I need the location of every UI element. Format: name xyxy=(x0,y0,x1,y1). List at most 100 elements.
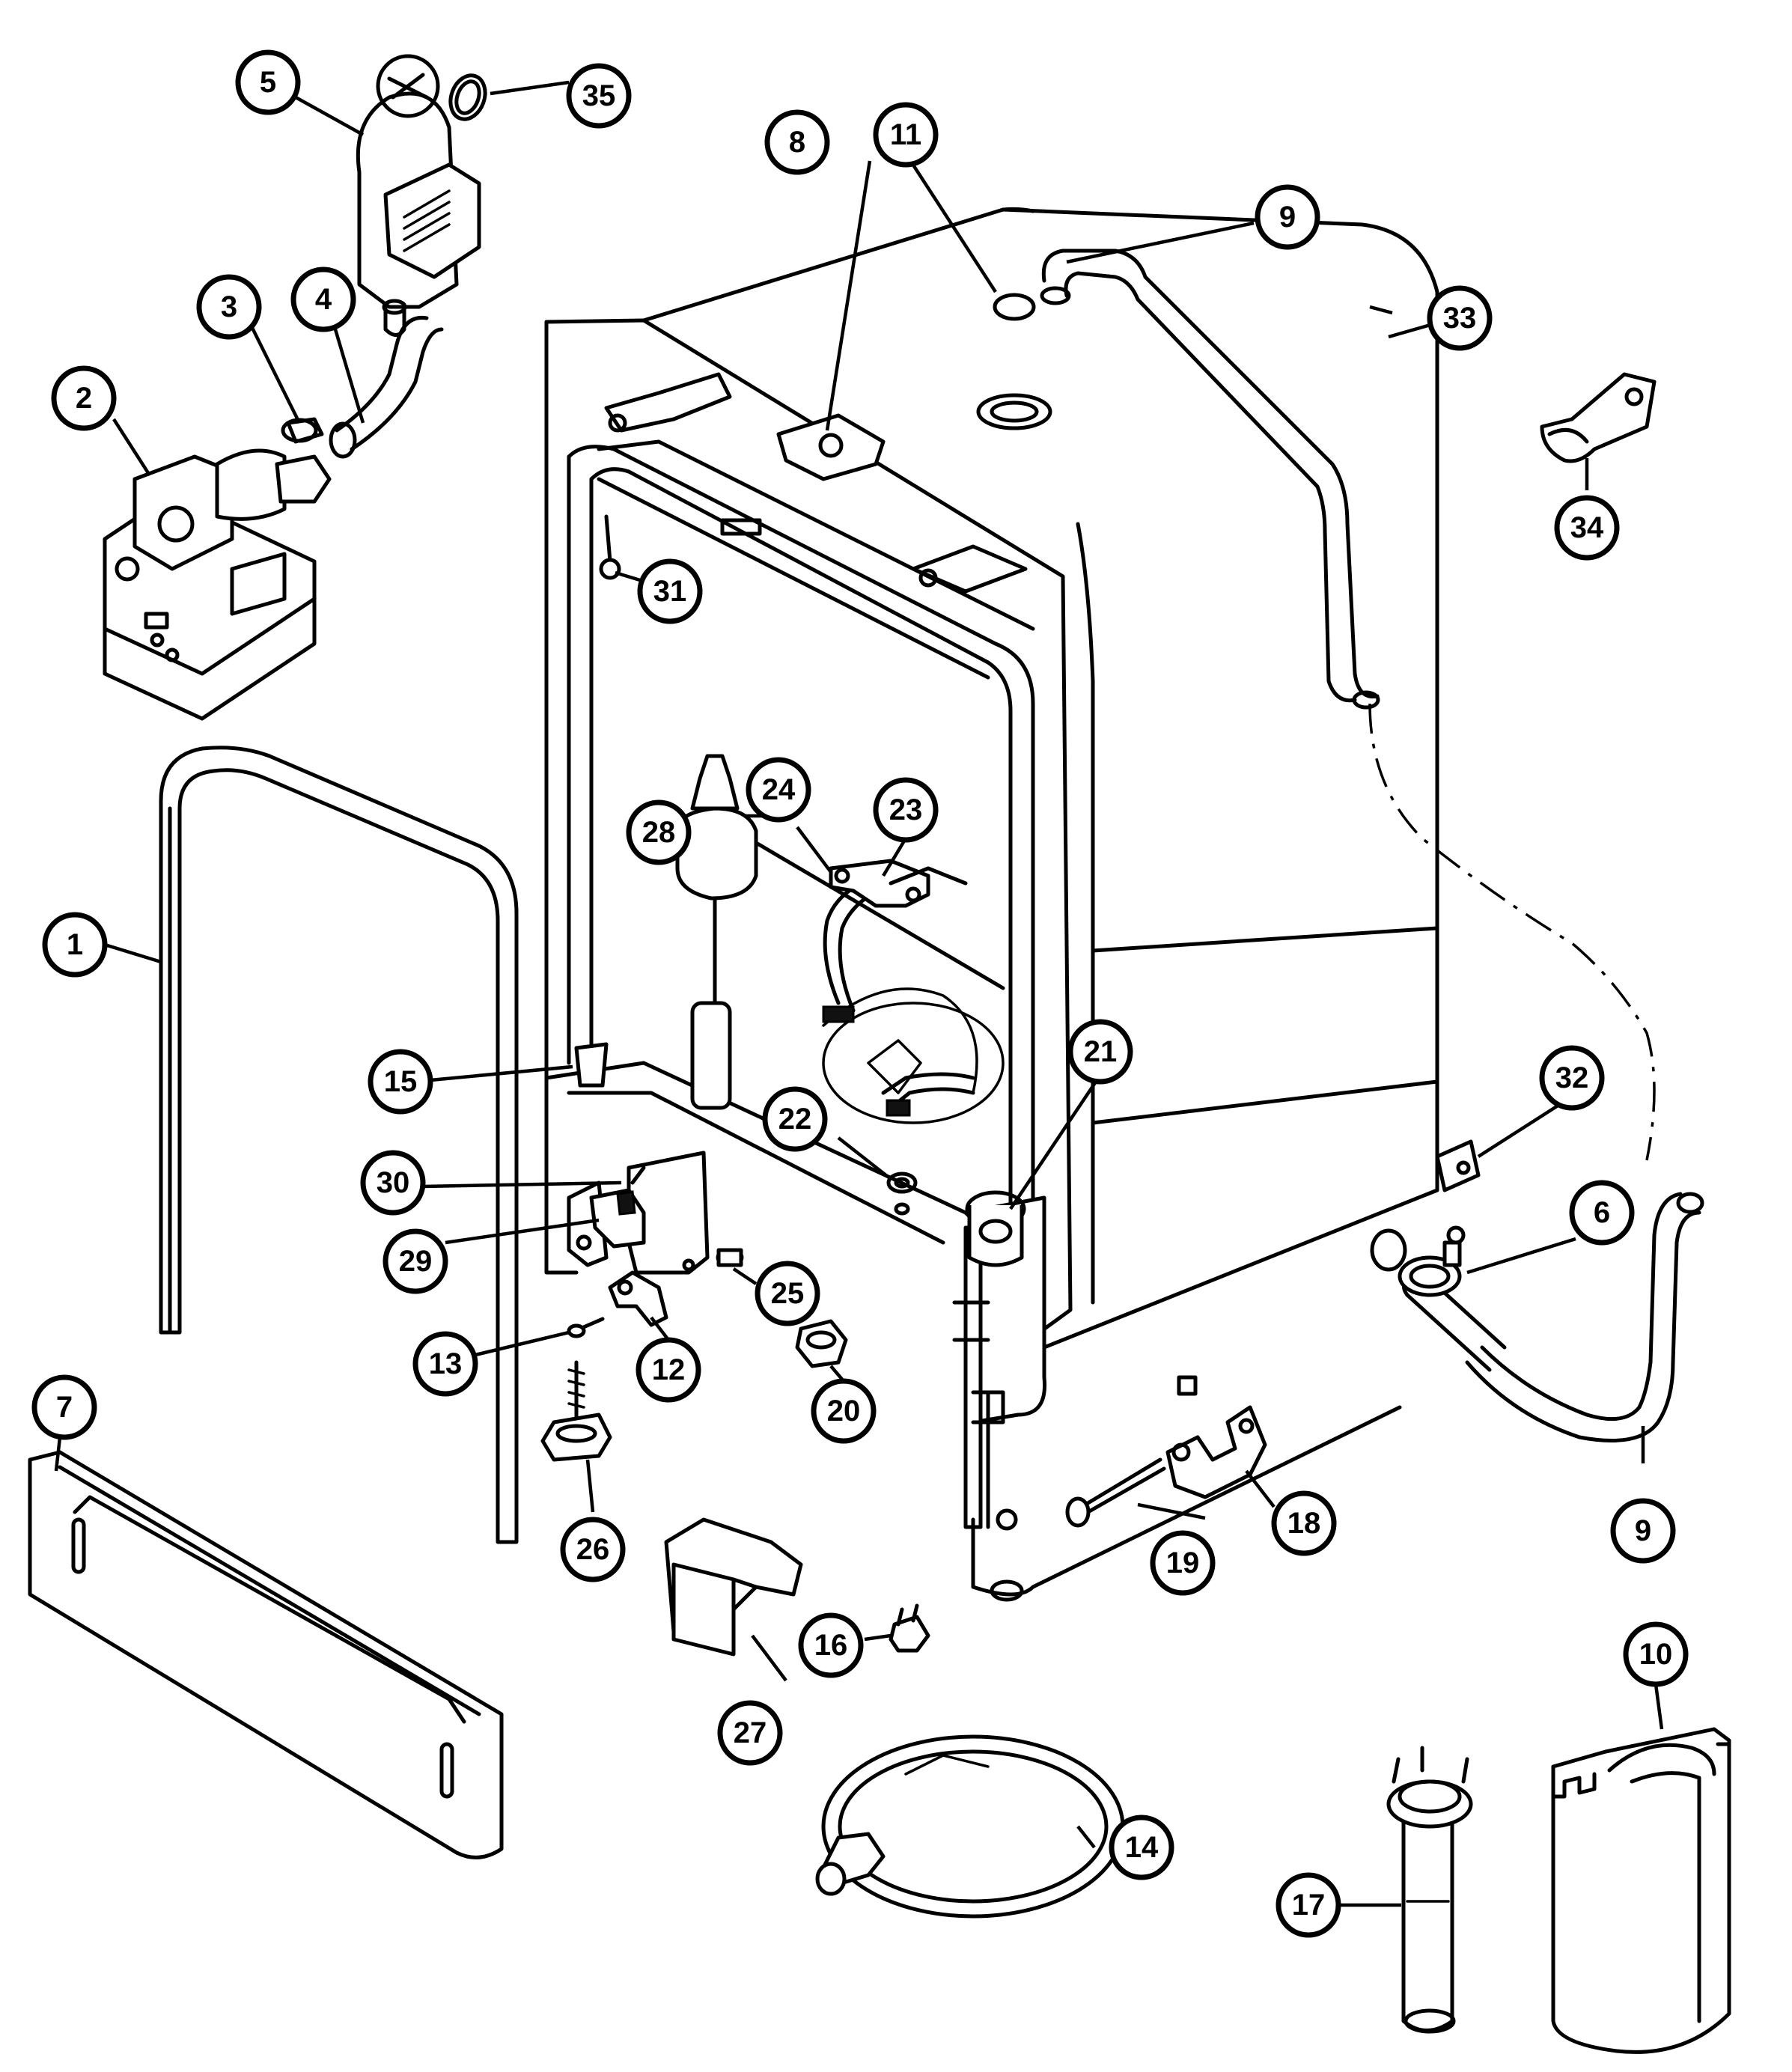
svg-text:2: 2 xyxy=(76,382,92,415)
callout-15: 15 xyxy=(368,1049,433,1115)
hose-clip-top-right xyxy=(1540,372,1657,463)
kick-plate xyxy=(28,1450,504,1859)
callout-32: 32 xyxy=(1539,1045,1605,1111)
callout-14: 14 xyxy=(1109,1814,1174,1880)
nut-25 xyxy=(716,1248,744,1267)
svg-text:3: 3 xyxy=(221,290,237,323)
callout-9-top: 9 xyxy=(1255,184,1320,250)
svg-text:17: 17 xyxy=(1292,1889,1326,1922)
sump-cover xyxy=(1551,1727,1731,2054)
svg-text:26: 26 xyxy=(576,1533,610,1566)
svg-text:25: 25 xyxy=(771,1277,805,1310)
hose-clip xyxy=(1435,1139,1481,1192)
svg-text:10: 10 xyxy=(1639,1638,1673,1671)
hinge-bracket xyxy=(952,1190,1047,1531)
callout-9-bottom: 9 xyxy=(1610,1498,1676,1564)
svg-text:12: 12 xyxy=(652,1353,686,1386)
float-assembly xyxy=(675,754,758,1110)
svg-text:6: 6 xyxy=(1594,1196,1610,1229)
callout-5: 5 xyxy=(235,49,301,115)
svg-text:33: 33 xyxy=(1443,302,1477,335)
callout-21: 21 xyxy=(1067,1019,1133,1085)
svg-text:23: 23 xyxy=(889,793,923,826)
callout-1: 1 xyxy=(42,912,108,978)
svg-text:34: 34 xyxy=(1570,511,1604,544)
svg-text:29: 29 xyxy=(399,1245,433,1278)
water-valve xyxy=(103,448,332,721)
callout-13: 13 xyxy=(412,1331,478,1397)
leader-lines xyxy=(54,80,1664,1907)
svg-text:19: 19 xyxy=(1166,1547,1200,1579)
callout-16: 16 xyxy=(798,1612,864,1678)
svg-text:30: 30 xyxy=(377,1166,410,1199)
callout-3: 3 xyxy=(196,274,262,340)
callout-27: 27 xyxy=(717,1700,783,1766)
sump-ring xyxy=(815,1734,1125,1919)
svg-text:27: 27 xyxy=(734,1716,767,1749)
svg-text:32: 32 xyxy=(1555,1061,1589,1094)
mounting-bracket-18 xyxy=(1165,1405,1267,1499)
svg-text:35: 35 xyxy=(582,79,616,112)
svg-text:4: 4 xyxy=(315,283,332,316)
callout-31: 31 xyxy=(637,558,703,624)
callout-35: 35 xyxy=(566,63,632,129)
callout-8: 8 xyxy=(764,109,830,175)
leveling-leg xyxy=(540,1360,612,1462)
callout-34: 34 xyxy=(1554,495,1620,561)
clip-15 xyxy=(574,1042,609,1088)
callout-24: 24 xyxy=(746,757,811,823)
hose-clamp xyxy=(281,417,324,444)
svg-text:16: 16 xyxy=(814,1629,848,1662)
svg-text:7: 7 xyxy=(56,1391,73,1424)
drain-hose-lower xyxy=(1368,703,1704,1442)
svg-text:11: 11 xyxy=(890,118,921,151)
callout-12: 12 xyxy=(636,1337,701,1403)
callout-6: 6 xyxy=(1569,1180,1635,1246)
callout-4: 4 xyxy=(290,266,356,332)
door-gasket xyxy=(159,746,519,1544)
callout-26: 26 xyxy=(560,1517,626,1582)
svg-text:31: 31 xyxy=(653,575,687,608)
clip-12 xyxy=(608,1270,668,1327)
callout-22: 22 xyxy=(762,1086,828,1152)
callout-23: 23 xyxy=(873,777,939,843)
svg-text:5: 5 xyxy=(260,66,276,99)
wire-harness xyxy=(822,859,975,1117)
callout-11: 11 xyxy=(873,102,939,168)
callout-18: 18 xyxy=(1271,1490,1337,1556)
callout-28: 28 xyxy=(626,799,692,865)
bolt-19 xyxy=(1065,1457,1166,1528)
tub-base xyxy=(971,1390,1402,1602)
callout-19: 19 xyxy=(1150,1530,1216,1596)
switch-bracket xyxy=(567,1151,710,1275)
o-ring xyxy=(448,73,487,121)
callout-17: 17 xyxy=(1276,1872,1341,1938)
screw-31 xyxy=(599,514,621,580)
svg-text:13: 13 xyxy=(429,1347,463,1380)
callout-25: 25 xyxy=(755,1261,820,1326)
grommet-22 xyxy=(886,1171,918,1216)
svg-text:8: 8 xyxy=(789,126,805,159)
svg-text:21: 21 xyxy=(1084,1035,1118,1068)
callout-30: 30 xyxy=(360,1150,426,1216)
svg-text:20: 20 xyxy=(827,1395,861,1427)
svg-text:28: 28 xyxy=(642,816,676,849)
callout-10: 10 xyxy=(1623,1621,1689,1687)
callout-2: 2 xyxy=(51,365,117,431)
svg-text:22: 22 xyxy=(778,1103,812,1136)
svg-text:1: 1 xyxy=(67,928,83,961)
svg-text:9: 9 xyxy=(1635,1514,1651,1547)
junction-box xyxy=(664,1517,803,1657)
screw-13 xyxy=(567,1317,605,1338)
drain-pipe xyxy=(1386,1746,1473,2034)
svg-text:14: 14 xyxy=(1125,1831,1159,1864)
callout-33: 33 xyxy=(1427,285,1493,351)
svg-text:15: 15 xyxy=(384,1065,418,1098)
svg-text:18: 18 xyxy=(1287,1507,1321,1540)
clip-16 xyxy=(889,1603,930,1653)
callout-29: 29 xyxy=(383,1228,448,1294)
fill-hose xyxy=(329,315,444,459)
callout-20: 20 xyxy=(811,1378,877,1444)
vent-hose-upper xyxy=(1040,249,1380,710)
